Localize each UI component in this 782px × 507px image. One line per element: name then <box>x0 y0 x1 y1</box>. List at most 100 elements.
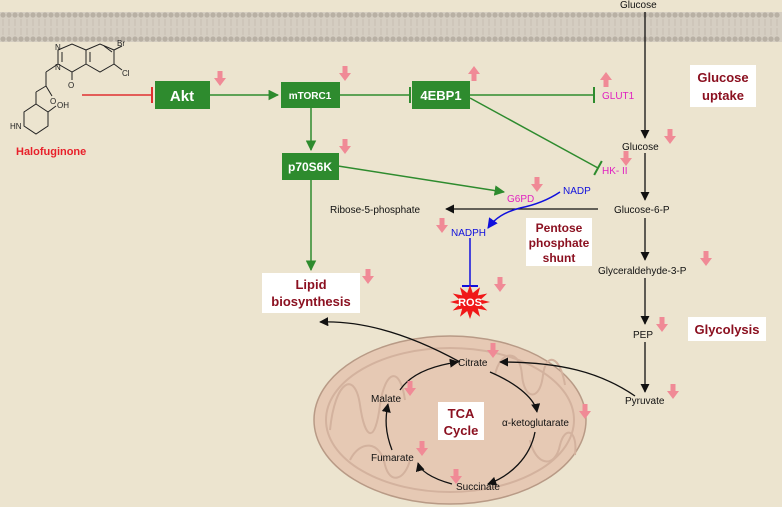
metabolite-malate: Malate <box>371 394 401 405</box>
membrane-lipid-head <box>714 36 720 42</box>
membrane-lipid-head <box>624 36 630 42</box>
membrane-lipid-head <box>114 36 120 42</box>
membrane-lipid-head <box>30 36 36 42</box>
membrane-lipid-head <box>534 12 540 18</box>
membrane-lipid-head <box>84 36 90 42</box>
membrane-lipid-head <box>582 36 588 42</box>
membrane-lipid-head <box>66 12 72 18</box>
metabolite-ribose5p: Ribose-5-phosphate <box>330 205 420 216</box>
membrane-lipid-head <box>66 36 72 42</box>
membrane-lipid-head <box>702 12 708 18</box>
membrane-lipid-head <box>570 36 576 42</box>
membrane-lipid-head <box>234 12 240 18</box>
membrane-lipid-head <box>126 12 132 18</box>
membrane-lipid-head <box>90 12 96 18</box>
membrane-lipid-head <box>474 12 480 18</box>
membrane-lipid-head <box>6 36 12 42</box>
membrane-lipid-head <box>258 36 264 42</box>
membrane-lipid-head <box>102 12 108 18</box>
membrane-lipid-head <box>678 12 684 18</box>
membrane-lipid-head <box>36 12 42 18</box>
membrane-lipid-head <box>378 12 384 18</box>
membrane-lipid-head <box>522 12 528 18</box>
membrane-lipid-head <box>252 12 258 18</box>
membrane-lipid-head <box>648 36 654 42</box>
down-arrow-p70s6k <box>339 139 351 154</box>
membrane-lipid-head <box>12 12 18 18</box>
membrane-lipid-head <box>312 36 318 42</box>
membrane-lipid-head <box>300 36 306 42</box>
membrane-lipid-head <box>744 36 750 42</box>
membrane-lipid-head <box>84 12 90 18</box>
membrane-lipid-head <box>462 36 468 42</box>
membrane-lipid-head <box>774 36 780 42</box>
membrane-lipid-head <box>354 12 360 18</box>
membrane-lipid-head <box>456 36 462 42</box>
membrane-lipid-head <box>330 36 336 42</box>
membrane-lipid-head <box>480 36 486 42</box>
cofactor-nadph: NADPH <box>451 228 486 239</box>
label-pentose-3: shunt <box>543 251 576 265</box>
membrane-lipid-head <box>528 36 534 42</box>
membrane-lipid-head <box>774 12 780 18</box>
membrane-lipid-head <box>678 36 684 42</box>
membrane-lipid-head <box>606 12 612 18</box>
down-arrow-g3p <box>700 251 712 266</box>
membrane-lipid-head <box>192 12 198 18</box>
membrane-lipid-head <box>186 36 192 42</box>
membrane-lipid-head <box>342 36 348 42</box>
membrane-lipid-head <box>558 12 564 18</box>
membrane-lipid-head <box>462 12 468 18</box>
membrane-lipid-head <box>474 36 480 42</box>
membrane-lipid-head <box>468 36 474 42</box>
metabolite-glucose-in: Glucose <box>622 142 659 153</box>
down-arrow-g6pd <box>531 177 543 192</box>
membrane-lipid-head <box>696 12 702 18</box>
label-tca-2: Cycle <box>444 423 479 438</box>
membrane-lipid-head <box>222 12 228 18</box>
down-arrow-akt <box>214 71 226 86</box>
membrane-lipid-head <box>174 36 180 42</box>
halofuginone-atom-labels: Br Cl N N O O OH HN <box>10 39 130 131</box>
down-arrow-glucose <box>664 129 676 144</box>
membrane-lipid-head <box>246 12 252 18</box>
membrane-lipid-head <box>552 36 558 42</box>
membrane-lipid-head <box>414 12 420 18</box>
membrane-lipid-head <box>336 36 342 42</box>
membrane-lipid-head <box>390 36 396 42</box>
membrane-lipid-head <box>726 36 732 42</box>
membrane-lipid-head <box>684 12 690 18</box>
membrane-lipid-head <box>408 12 414 18</box>
membrane-lipid-head <box>150 36 156 42</box>
metabolite-pyruvate: Pyruvate <box>625 396 665 407</box>
metabolite-akg: α-ketoglutarate <box>502 418 569 429</box>
label-lipid-1: Lipid <box>295 277 326 292</box>
membrane-lipid-head <box>108 36 114 42</box>
membrane-lipid-head <box>450 36 456 42</box>
membrane-lipid-head <box>606 36 612 42</box>
membrane-lipid-head <box>408 36 414 42</box>
node-mtorc1: mTORC1 <box>289 91 332 102</box>
cell-membrane <box>0 12 782 42</box>
membrane-lipid-head <box>60 12 66 18</box>
membrane-lipid-head <box>228 12 234 18</box>
membrane-lipid-head <box>438 36 444 42</box>
membrane-lipid-head <box>534 36 540 42</box>
membrane-lipid-head <box>588 12 594 18</box>
membrane-lipid-head <box>306 36 312 42</box>
membrane-lipid-head <box>6 12 12 18</box>
down-arrow-hk2 <box>620 151 632 166</box>
membrane-lipid-head <box>402 12 408 18</box>
membrane-lipid-head <box>0 12 6 18</box>
membrane-lipid-head <box>654 36 660 42</box>
membrane-lipid-head <box>360 36 366 42</box>
membrane-lipid-head <box>246 36 252 42</box>
membrane-lipid-head <box>660 12 666 18</box>
membrane-lipid-head <box>432 36 438 42</box>
membrane-lipid-head <box>144 12 150 18</box>
membrane-lipid-head <box>282 36 288 42</box>
membrane-lipid-head <box>750 12 756 18</box>
membrane-lipid-head <box>282 12 288 18</box>
membrane-lipid-head <box>228 36 234 42</box>
